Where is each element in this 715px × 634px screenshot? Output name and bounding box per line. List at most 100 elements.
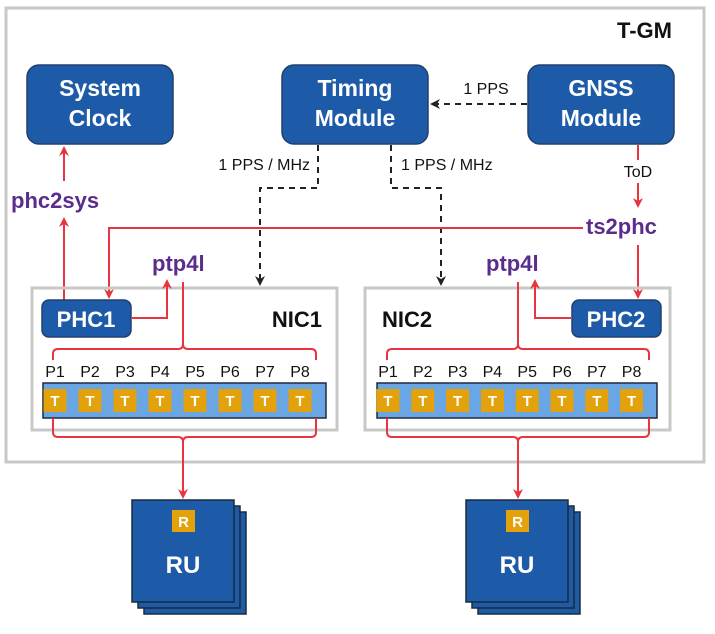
pps-mhz-link-nic1 xyxy=(255,145,319,286)
nic2-port-label-1: P1 xyxy=(378,364,398,381)
ptp4l-nic1-port-bracket xyxy=(52,282,317,360)
nic1-port-label-4: P4 xyxy=(150,364,170,381)
nic1-port-role-7: T xyxy=(260,393,269,410)
nic2-port-label-8: P8 xyxy=(622,364,642,381)
nic2-port-role-7: T xyxy=(592,393,601,410)
nic2-port-label-4: P4 xyxy=(483,364,503,381)
phc2-to-ptp4l-link xyxy=(530,279,571,319)
nic2-port-role-4: T xyxy=(488,393,497,410)
nic2-port-chip-6 xyxy=(550,389,574,412)
nic2-port-4[interactable]: T xyxy=(480,389,504,412)
phc2-block xyxy=(571,299,662,338)
ru1-role-chip xyxy=(172,510,195,532)
pps-mhz-link-nic2 xyxy=(390,145,446,286)
nic1-port-chip-5 xyxy=(183,389,207,412)
nic1-box xyxy=(30,286,339,432)
nic1-port-role-3: T xyxy=(120,393,129,410)
nic1-port-8[interactable]: T xyxy=(288,389,312,412)
nic2-port-6[interactable]: T xyxy=(550,389,574,412)
nic2: NIC2 PHC2 ptp4l P1 P2 P3 P4 P5 P6 P7 P8 T T T T T T T… xyxy=(363,251,672,497)
nic2-port-chip-8 xyxy=(620,389,644,412)
system-clock-line1: System xyxy=(59,75,141,101)
nic1-port-chip-3 xyxy=(113,389,137,412)
gnss-module-line1: GNSS xyxy=(568,75,633,101)
nic1-port-label-7: P7 xyxy=(255,364,275,381)
ru1-stack: R RU xyxy=(131,499,247,615)
ptp4l-nic2-label: ptp4l xyxy=(486,251,539,276)
nic2-port-5[interactable]: T xyxy=(515,389,539,412)
ptp4l-nic1-label: ptp4l xyxy=(152,251,205,276)
phc1-to-ptp4l-link xyxy=(132,279,172,319)
nic1-port-2[interactable]: T xyxy=(78,389,102,412)
nic1-port-role-5: T xyxy=(190,393,199,410)
nic2-port-label-7: P7 xyxy=(587,364,607,381)
system-clock-line2: Clock xyxy=(69,105,132,131)
nic1-to-ru1-link xyxy=(52,418,317,497)
nic1-port-label-8: P8 xyxy=(290,364,310,381)
nic1-port-label-2: P2 xyxy=(80,364,100,381)
nic1-port-role-8: T xyxy=(295,393,304,410)
nic1-port-5[interactable]: T xyxy=(183,389,207,412)
phc2sys-label: phc2sys xyxy=(11,188,99,213)
phc2-label: PHC2 xyxy=(587,307,646,332)
nic2-port-chip-5 xyxy=(515,389,539,412)
nic1-port-chip-4 xyxy=(148,389,172,412)
ru2-stack: R RU xyxy=(465,499,581,615)
nic2-port-label-5: P5 xyxy=(517,364,537,381)
ru1-role-label: R xyxy=(178,514,189,531)
nic2-port-role-6: T xyxy=(557,393,566,410)
nic2-port-7[interactable]: T xyxy=(585,389,609,412)
ru2-role-chip xyxy=(506,510,529,532)
nic1-label: NIC1 xyxy=(272,307,322,332)
nic1-port-role-4: T xyxy=(155,393,164,410)
pps-mhz-label-nic2: 1 PPS / MHz xyxy=(401,157,493,174)
pps-mhz-label-nic1: 1 PPS / MHz xyxy=(218,157,310,174)
nic1-port-chip-8 xyxy=(288,389,312,412)
nic2-port-role-2: T xyxy=(418,393,427,410)
nic2-port-label-2: P2 xyxy=(413,364,433,381)
nic2-port-labels: P1 P2 P3 P4 P5 P6 P7 P8 xyxy=(378,364,641,381)
nic2-port-3[interactable]: T xyxy=(446,389,470,412)
gnss-module-block: GNSS Module xyxy=(527,64,675,145)
nic1-port-7[interactable]: T xyxy=(253,389,277,412)
nic2-port-chip-7 xyxy=(585,389,609,412)
ru2-role-label: R xyxy=(512,514,523,531)
nic1-port-chip-7 xyxy=(253,389,277,412)
nic2-port-label-3: P3 xyxy=(448,364,468,381)
nic2-port-1[interactable]: T xyxy=(376,389,400,412)
ts2phc-label: ts2phc xyxy=(586,214,657,239)
nic1-port-label-3: P3 xyxy=(115,364,135,381)
nic2-port-role-1: T xyxy=(383,393,392,410)
nic1-port-chip-6 xyxy=(218,389,242,412)
nic2-port-chip-3 xyxy=(446,389,470,412)
nic2-port-label-6: P6 xyxy=(552,364,572,381)
timing-module-block: Timing Module xyxy=(281,64,429,145)
timing-module-line1: Timing xyxy=(318,75,393,101)
tgm-label: T-GM xyxy=(617,18,672,43)
nic2-to-ru2-link xyxy=(386,418,650,497)
nic2-port-8[interactable]: T xyxy=(620,389,644,412)
pps-label: 1 PPS xyxy=(463,81,508,98)
timing-module-line2: Module xyxy=(315,105,396,131)
nic1-port-chip-2 xyxy=(78,389,102,412)
nic1-port-role-1: T xyxy=(50,393,59,410)
phc1-label: PHC1 xyxy=(57,307,116,332)
phc1-block xyxy=(41,299,132,338)
nic1-port-role-2: T xyxy=(85,393,94,410)
nic1-port-1[interactable]: T xyxy=(43,389,67,412)
nic1-port-3[interactable]: T xyxy=(113,389,137,412)
nic2-port-role-5: T xyxy=(523,393,532,410)
nic2-port-role-8: T xyxy=(627,393,636,410)
system-clock-block: System Clock xyxy=(26,64,174,145)
ru2-label: RU xyxy=(500,552,535,579)
nic2-label: NIC2 xyxy=(382,307,432,332)
nic2-port-2[interactable]: T xyxy=(411,389,435,412)
nic1-port-6[interactable]: T xyxy=(218,389,242,412)
nic1-port-label-1: P1 xyxy=(45,364,65,381)
tgm-container xyxy=(4,6,706,464)
nic1-port-4[interactable]: T xyxy=(148,389,172,412)
nic1-port-label-5: P5 xyxy=(185,364,205,381)
